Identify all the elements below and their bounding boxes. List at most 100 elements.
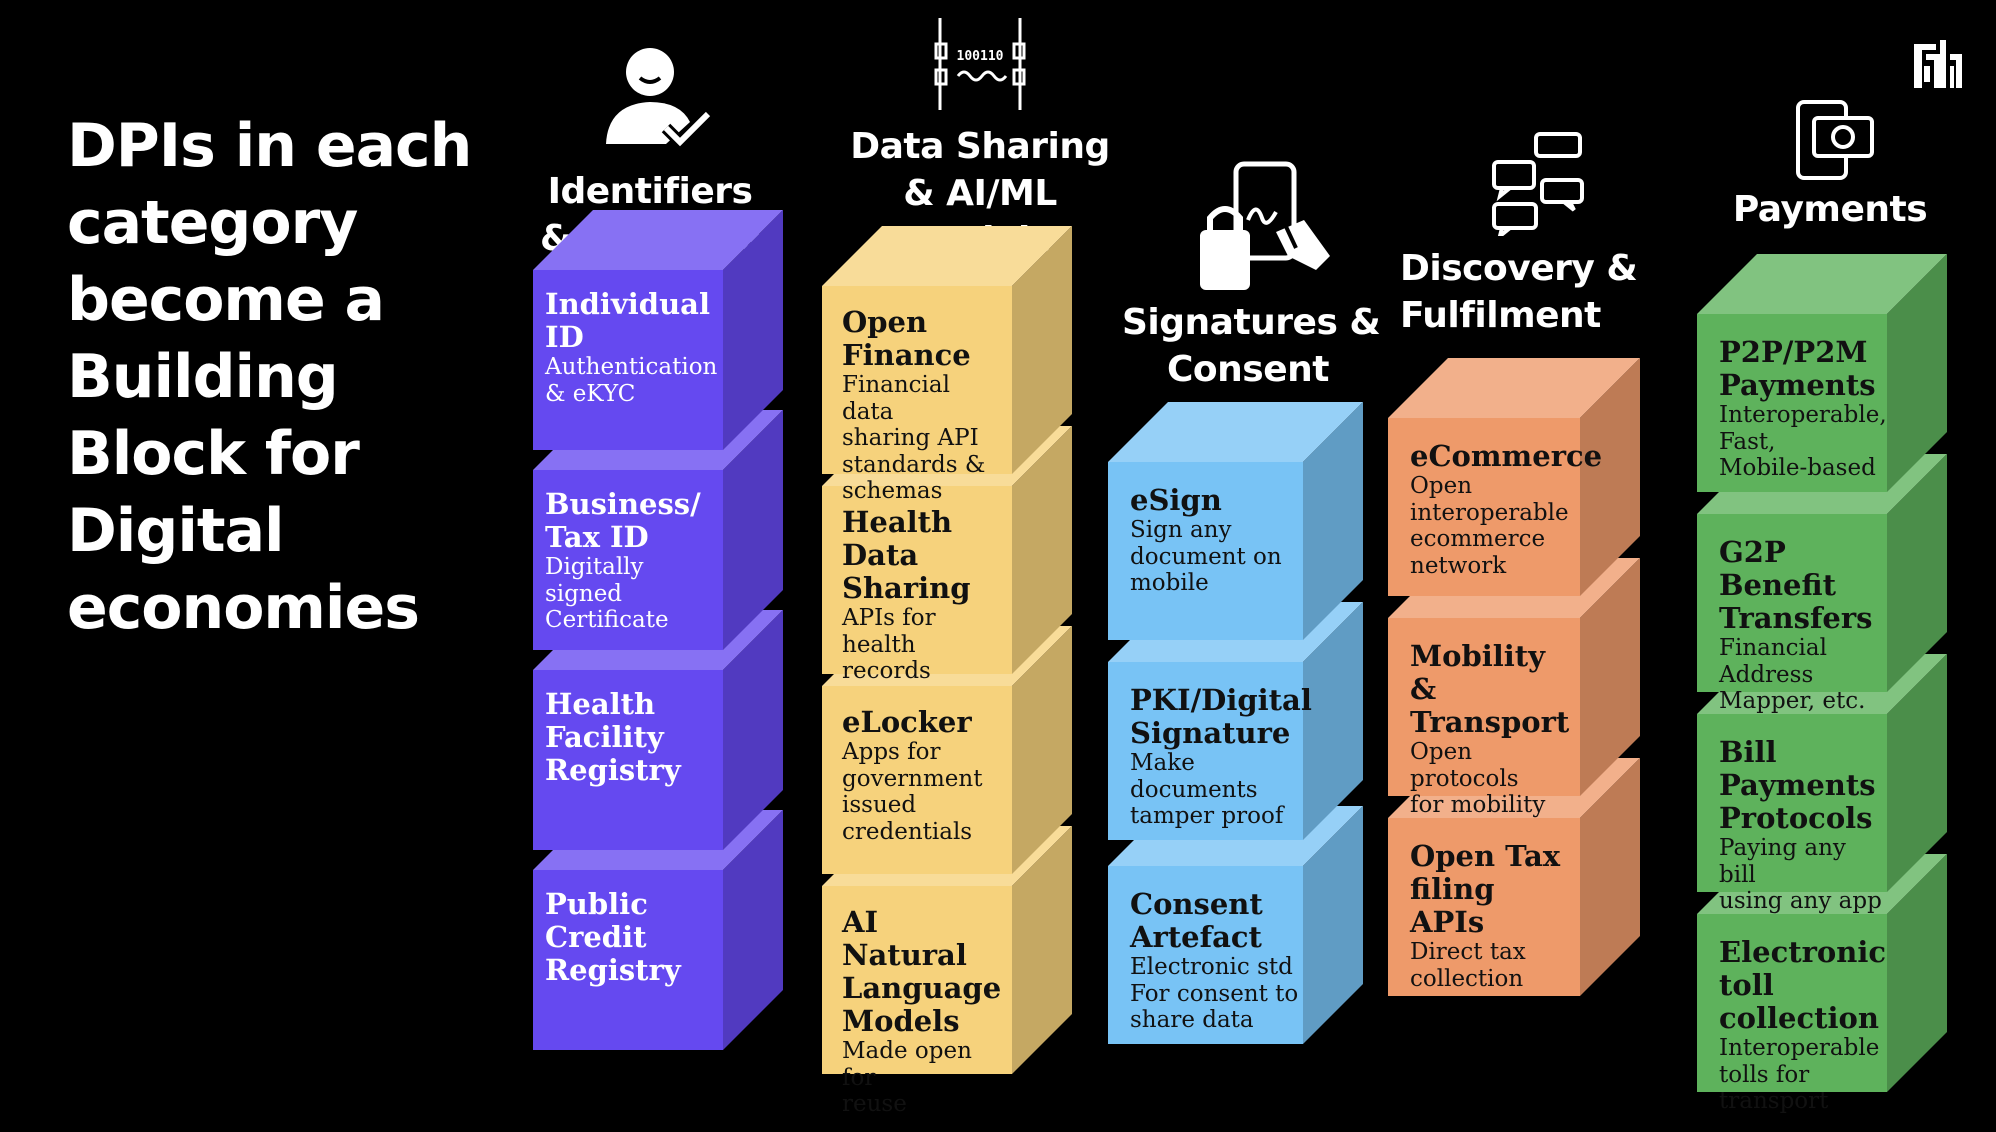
cube-side-face	[1303, 402, 1363, 640]
column-title-line: Payments	[1732, 189, 1928, 230]
block-description: Paying any bill using any app	[1719, 835, 1882, 914]
cube-side-face	[1887, 454, 1947, 692]
cube-shape	[822, 226, 1072, 474]
cube-front-face	[822, 686, 1012, 874]
cube-shape	[1108, 402, 1363, 640]
cube-side-face	[1303, 602, 1363, 840]
cube-side-face	[1580, 358, 1640, 596]
block-title: eSign	[1130, 483, 1222, 517]
column-title-line: Discovery &	[1400, 248, 1638, 289]
block-title: Public Credit Registry	[545, 887, 681, 987]
cube-top-face	[533, 210, 783, 270]
block-description: Digitally signed Certificate	[545, 554, 669, 633]
block-description: Open protocols for mobility	[1410, 739, 1546, 818]
chat-bubbles-icon	[1492, 132, 1584, 236]
block-description: Made open for reuse	[842, 1038, 972, 1117]
block-description: Electronic std For consent to share data	[1130, 954, 1299, 1033]
headline: DPIs in each category become a Building …	[67, 108, 507, 647]
block-title: Business/ Tax ID	[545, 487, 701, 554]
column-title-line: Identifiers	[547, 171, 753, 212]
headline-line: category	[67, 188, 358, 258]
block-title: AI Natural Language Models	[842, 905, 1002, 1038]
block-text: Public Credit Registry	[545, 888, 719, 987]
cube-side-face	[1580, 758, 1640, 996]
block-title: Bill Payments Protocols	[1719, 735, 1876, 835]
block-description: Interoperable, Fast, Mobile-based	[1719, 402, 1887, 481]
cube-front-face	[1388, 418, 1580, 596]
cube-side-face	[723, 410, 783, 650]
column-title-line: Fulfilment	[1400, 295, 1601, 336]
cube-top-face	[1388, 358, 1640, 418]
svg-text:100110: 100110	[957, 49, 1004, 64]
cube-front-face	[1697, 314, 1887, 492]
cube-front-face	[533, 870, 723, 1050]
column-title-line: & AI/ML	[903, 173, 1057, 214]
cube-top-face	[1697, 254, 1947, 314]
cube-shape	[1697, 254, 1947, 492]
headline-line: economies	[67, 573, 420, 643]
column-title-payments: Payments	[1720, 186, 1940, 233]
cube-side-face	[1887, 654, 1947, 892]
block-description: Sign any document on mobile	[1130, 517, 1282, 596]
cube-side-face	[1012, 826, 1072, 1074]
column-title-line: Signatures &	[1122, 302, 1381, 343]
block-title: Individual ID	[545, 287, 710, 354]
cube-side-face	[1012, 626, 1072, 874]
cube-front-face	[1388, 618, 1580, 796]
block-title: Health Facility Registry	[545, 687, 681, 787]
cube-side-face	[1012, 226, 1072, 474]
headline-line: Digital	[67, 496, 285, 566]
block-description: Make documents tamper proof	[1130, 750, 1284, 829]
cube-top-face	[822, 226, 1072, 286]
cube-front-face	[1697, 914, 1887, 1092]
cube-shape	[533, 210, 783, 450]
block-description: APIs for health records	[842, 605, 936, 684]
block-title: Consent Artefact	[1130, 887, 1263, 954]
cube-front-face	[1108, 866, 1303, 1044]
block-title: G2P Benefit Transfers	[1719, 535, 1873, 635]
cube-side-face	[723, 610, 783, 850]
block-description: Financial Address Mapper, etc.	[1719, 635, 1866, 714]
column-title-discovery: Discovery & Fulfilment	[1400, 245, 1638, 339]
block-description: Open interoperable ecommerce network	[1410, 473, 1569, 579]
cube-side-face	[723, 810, 783, 1050]
cube-side-face	[1303, 806, 1363, 1044]
cube-side-face	[1887, 854, 1947, 1092]
cube-front-face	[1697, 714, 1887, 892]
phone-cash-icon	[1796, 100, 1874, 180]
cube-front-face	[822, 486, 1012, 674]
block-description: Apps for government issued credentials	[842, 739, 983, 845]
headline-line: become a	[67, 265, 385, 335]
cube-front-face	[1108, 662, 1303, 840]
phone-sign-lock-icon	[1200, 161, 1330, 290]
cube-side-face	[1580, 558, 1640, 796]
cube-side-face	[1012, 426, 1072, 674]
cube-front-face	[533, 270, 723, 450]
block-title: Health Data Sharing	[842, 505, 971, 605]
block-description: Direct tax collection	[1410, 939, 1526, 992]
person-check-icon	[606, 48, 712, 148]
headline-line: DPIs in each	[67, 111, 472, 181]
block-description: Financial data sharing API standards & s…	[842, 372, 986, 504]
cube-front-face	[822, 886, 1012, 1074]
column-title-line: Data Sharing	[850, 126, 1110, 167]
block-title: P2P/P2M Payments	[1719, 335, 1876, 402]
block-title: eLocker	[842, 705, 972, 739]
cube-side-face	[1887, 254, 1947, 492]
block-description: Authentication & eKYC	[545, 354, 718, 407]
